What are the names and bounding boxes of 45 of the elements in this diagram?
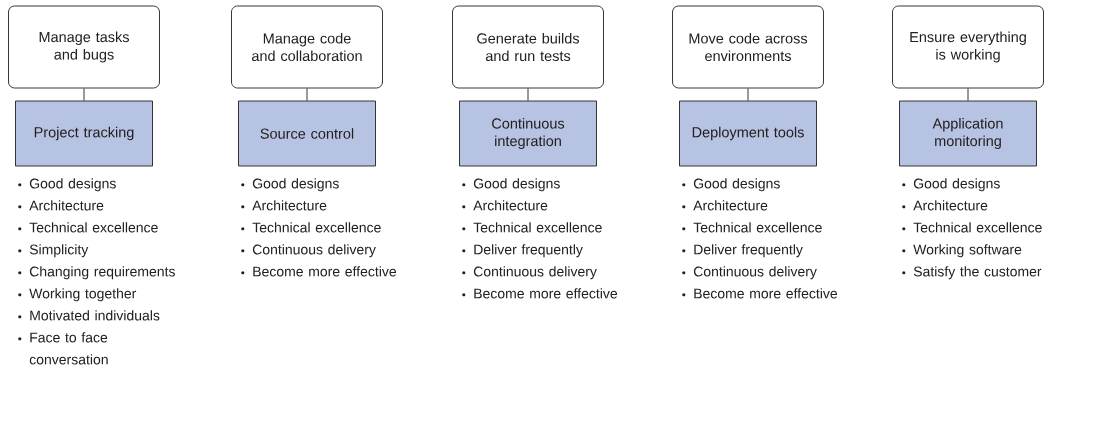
list-item: Technical excellence — [693, 222, 822, 233]
task-box: Manage tasks and bugs — [8, 5, 160, 89]
list-item: Deliver frequently — [694, 244, 803, 258]
connector-line — [967, 88, 969, 101]
tool-box: Continuous integration — [459, 100, 597, 167]
list-item: Architecture — [473, 200, 548, 211]
list-item: Architecture — [29, 200, 104, 211]
list-item: Simplicity — [29, 244, 89, 258]
list-item: Architecture — [252, 200, 327, 211]
list-item: Good designs — [473, 178, 560, 192]
task-box: Generate builds and run tests — [452, 5, 604, 89]
list-item: Motivated individuals — [30, 310, 160, 321]
list-item: Continuous delivery — [693, 266, 817, 280]
connector-line — [306, 88, 308, 101]
task-box: Ensure everything is working — [892, 5, 1044, 89]
task-box: Move code across environments — [672, 5, 824, 89]
list-item: Deliver frequently — [474, 244, 583, 258]
connector-line — [747, 88, 749, 101]
task-box: Manage code and collaboration — [231, 5, 383, 89]
list-item: Technical excellence — [29, 222, 158, 233]
list-item: Continuous delivery — [473, 266, 597, 280]
list-item: Become more effective — [694, 288, 838, 299]
list-item: Good designs — [913, 178, 1000, 192]
list-item: Technical excellence — [473, 222, 602, 233]
connector-line — [83, 88, 85, 101]
tool-box: Source control — [238, 100, 376, 167]
list-item: Working together — [29, 288, 137, 302]
list-item: Architecture — [693, 200, 768, 211]
tool-box: Project tracking — [15, 100, 153, 167]
list-item: Good designs — [252, 178, 339, 192]
list-item: Face to face conversation — [29, 332, 108, 365]
list-item: Satisfy the customer — [913, 266, 1042, 280]
list-item: Technical excellence — [913, 222, 1042, 233]
list-item: Become more effective — [253, 266, 397, 277]
tool-box: Deployment tools — [679, 100, 817, 167]
list-item: Technical excellence — [252, 222, 381, 233]
list-item: Good designs — [693, 178, 780, 192]
list-item: Become more effective — [474, 288, 618, 299]
list-item: Continuous delivery — [252, 244, 376, 258]
list-item: Good designs — [29, 178, 116, 192]
list-item: Working software — [913, 244, 1022, 258]
tool-box: Application monitoring — [899, 100, 1037, 167]
list-item: Architecture — [913, 200, 988, 211]
connector-line — [527, 88, 529, 101]
list-item: Changing requirements — [29, 266, 175, 280]
